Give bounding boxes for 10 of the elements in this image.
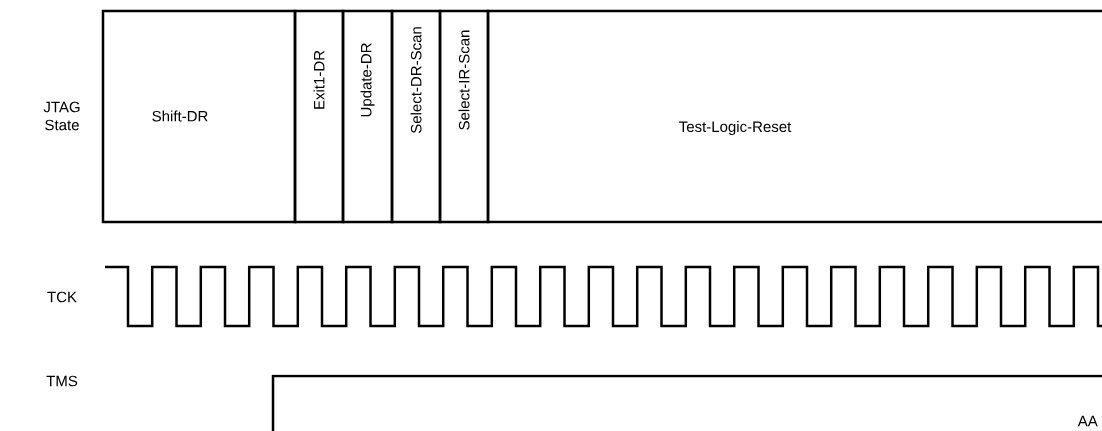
state-cell: Select-DR-Scan — [390, 9, 442, 224]
state-cell: Test-Logic-Reset — [486, 9, 1102, 224]
row-label: TMS — [46, 375, 78, 387]
state-cell: Exit1-DR — [293, 9, 345, 224]
signal-value: AA — [1077, 415, 1098, 427]
state-cell: Select-IR-Scan — [438, 9, 490, 224]
state-cell: Shift-DR — [101, 9, 297, 224]
row-label: TCK — [47, 291, 77, 303]
state-cell: Update-DR — [341, 9, 394, 224]
row-label: JTAG State — [43, 101, 80, 131]
